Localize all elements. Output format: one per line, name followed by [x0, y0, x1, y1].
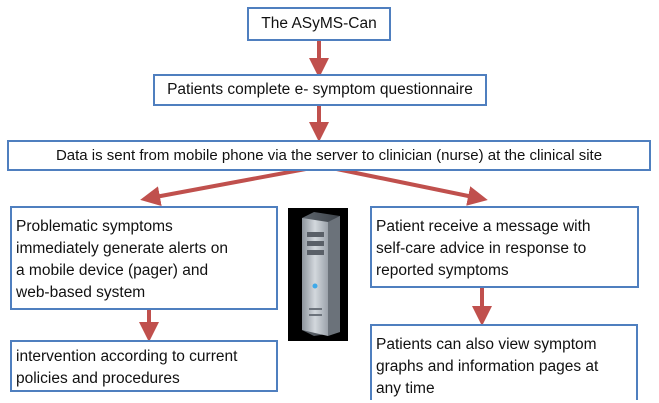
server-tower-icon — [288, 208, 348, 341]
title-box: The ASyMS-Can — [247, 7, 391, 41]
view-box: Patients can also view symptom graphs an… — [370, 324, 638, 400]
data-sent-step-box: Data is sent from mobile phone via the s… — [7, 140, 651, 171]
questionnaire-step-box: Patients complete e- symptom questionnai… — [153, 74, 487, 106]
alerts-box: Problematic symptoms immediately generat… — [10, 206, 278, 310]
message-box: Patient receive a message with self-care… — [370, 206, 639, 288]
arrow-data-to-alerts — [140, 164, 323, 207]
intervention-box: intervention according to current polici… — [10, 340, 278, 392]
arrow-data-to-message — [321, 164, 488, 206]
